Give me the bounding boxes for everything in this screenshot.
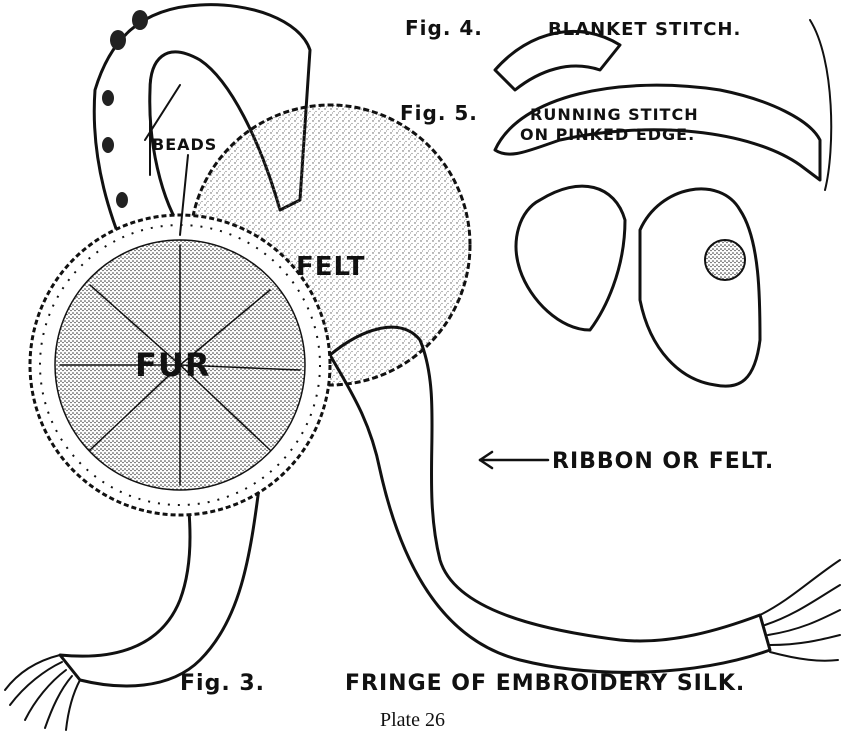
fig4-label: Fig. 4.	[405, 16, 483, 40]
fig3-label: Fig. 3.	[180, 671, 265, 696]
profile-head-left	[516, 186, 625, 330]
beads-label: BEADS	[152, 135, 217, 154]
beads	[102, 10, 148, 208]
ribbon-or-felt-label: RIBBON OR FELT.	[552, 449, 774, 474]
fig4-blanket-stitch-sample	[495, 31, 620, 90]
running-stitch-label-line2: ON PINKED EDGE.	[520, 125, 695, 144]
fig5-label: Fig. 5.	[400, 101, 478, 125]
fur-label: FUR	[135, 346, 210, 384]
felt-label: FELT	[296, 252, 366, 282]
fringe-right	[760, 560, 840, 661]
plate-caption: Plate 26	[380, 709, 445, 731]
running-stitch-label-line1: RUNNING STITCH	[530, 105, 699, 124]
blanket-stitch-label: BLANKET STITCH.	[548, 19, 741, 40]
profile-head-right	[640, 189, 760, 386]
fringe-label: FRINGE OF EMBROIDERY SILK.	[345, 671, 745, 696]
